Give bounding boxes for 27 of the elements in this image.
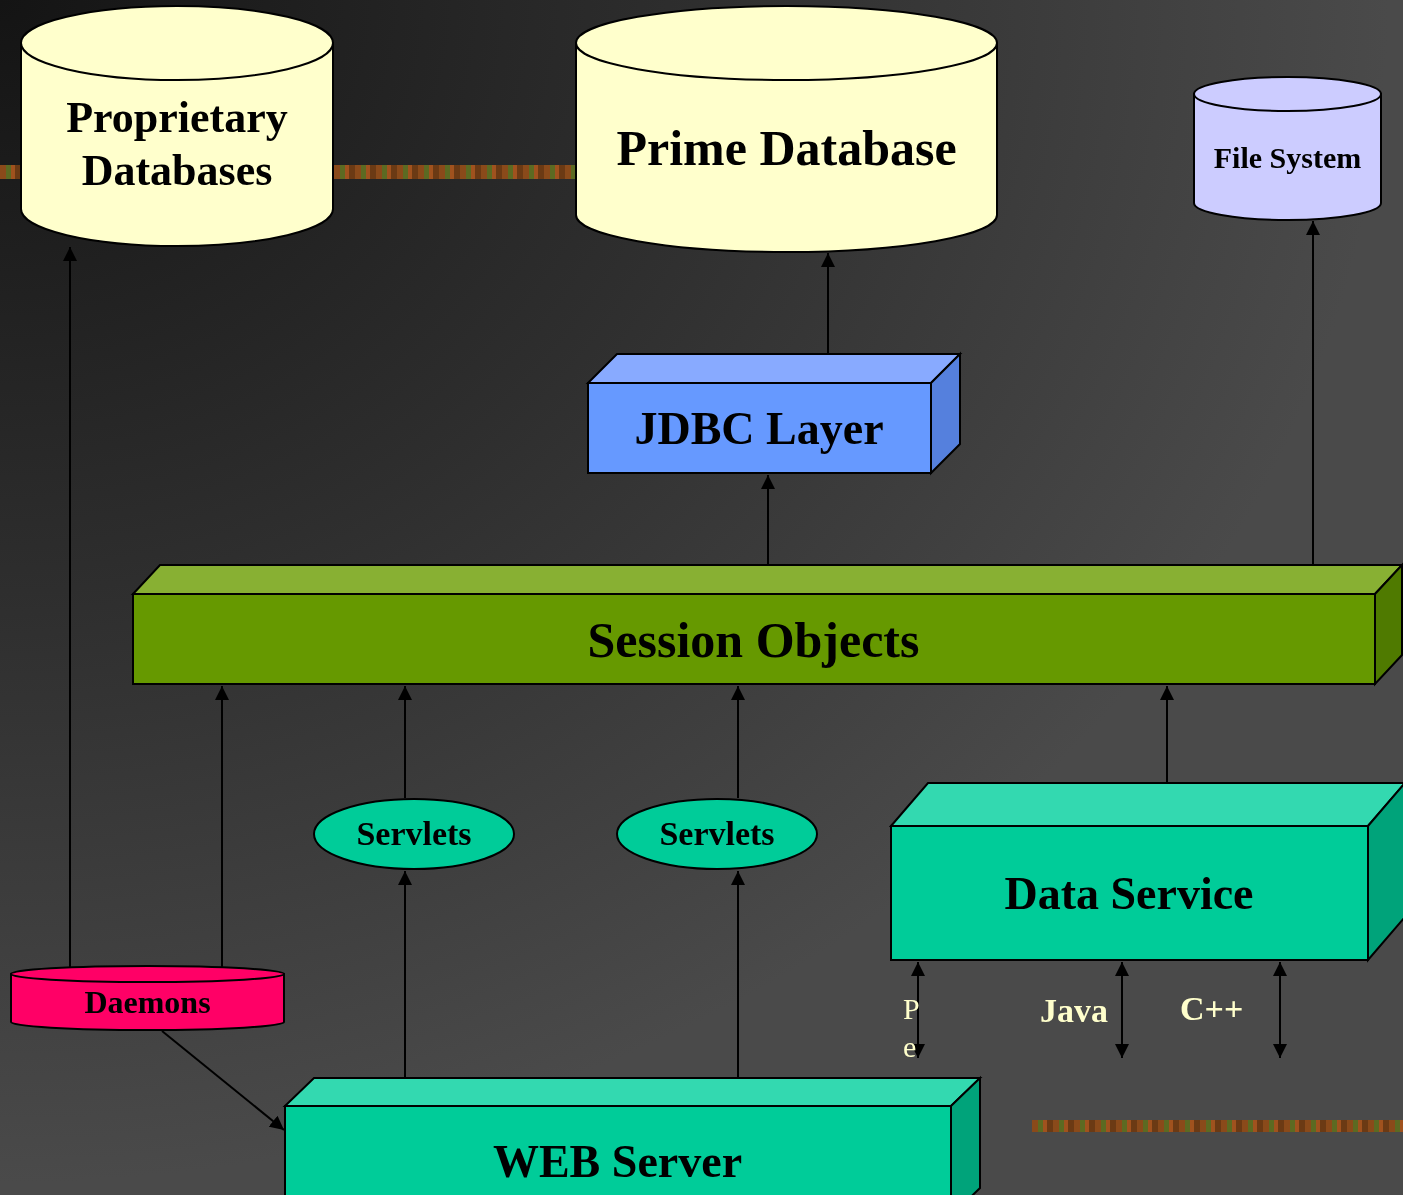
edge-label: C++ — [1180, 990, 1244, 1028]
arrow — [731, 870, 745, 1078]
node-label: WEB Server — [492, 1134, 743, 1189]
node-label: Daemons — [84, 983, 211, 1022]
node-label: Servlets — [659, 813, 775, 854]
arrow — [215, 685, 229, 968]
node-label: Data Service — [1004, 866, 1254, 921]
arrow — [1160, 685, 1174, 783]
edge-label: Pe — [903, 991, 918, 1065]
arrow — [63, 246, 77, 968]
arrow — [398, 870, 412, 1078]
node-label: Proprietary Databases — [65, 92, 289, 197]
arrow — [761, 474, 775, 565]
node-label: Servlets — [356, 813, 472, 854]
arrow — [161, 1030, 285, 1131]
edge-label: Java — [1040, 992, 1108, 1030]
arrow — [1273, 961, 1287, 1059]
arrow — [1115, 961, 1129, 1059]
arrow — [731, 685, 745, 799]
node-label: Prime Database — [616, 119, 957, 178]
arrow — [821, 252, 835, 354]
node-label: Session Objects — [587, 610, 920, 670]
arrow — [398, 685, 412, 799]
arrow — [1306, 220, 1320, 565]
node-label: JDBC Layer — [634, 401, 884, 456]
node-label: File System — [1213, 139, 1362, 176]
arrow — [911, 961, 925, 1059]
